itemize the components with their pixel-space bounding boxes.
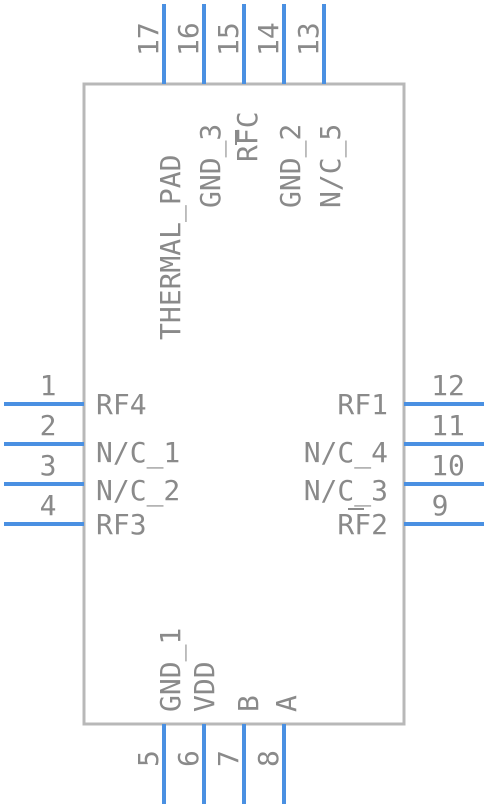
pin-number-10: 10	[431, 449, 465, 482]
pin-name-a: A	[270, 695, 303, 712]
pin-name-rf4: RF4	[96, 388, 147, 421]
pin-number-8: 8	[252, 750, 285, 767]
pin-number-17: 17	[132, 22, 165, 56]
pin-number-1: 1	[40, 369, 57, 402]
pin-name-rf2: RF2	[337, 508, 388, 541]
pin-name-nc1: N/C_1	[96, 436, 180, 470]
pin-number-12: 12	[431, 369, 465, 402]
pin-number-4: 4	[40, 489, 57, 522]
pin-name-vdd: VDD	[188, 661, 221, 712]
pin-number-3: 3	[40, 449, 57, 482]
pin-number-6: 6	[172, 750, 205, 767]
pin-number-5: 5	[132, 750, 165, 767]
pin-number-13: 13	[292, 22, 325, 56]
pin-name-nc5: N/C_5	[314, 124, 348, 208]
pin-name-nc2: N/C_2	[96, 474, 180, 508]
pin-name-rf1: RF1	[337, 388, 388, 421]
pin-name-rf3: RF3	[96, 508, 147, 541]
pin-number-11: 11	[431, 409, 465, 442]
pin-number-14: 14	[252, 22, 285, 56]
pin-name-thermal-pad: THERMAL_PAD	[154, 155, 188, 340]
pin-name-gnd3: GND_3	[194, 124, 228, 208]
pin-name-gnd2: GND_2	[274, 124, 308, 208]
pin-name-b: B	[232, 695, 265, 712]
pin-number-7: 7	[212, 750, 245, 767]
pin-name-gnd1: GND_1	[154, 628, 188, 712]
pin-number-9: 9	[432, 489, 449, 522]
pin-number-2: 2	[40, 409, 57, 442]
pin-number-15: 15	[212, 22, 245, 56]
pin-name-nc3: N/C_3	[304, 474, 388, 508]
pin-name-nc4: N/C_4	[304, 436, 388, 470]
pin-number-16: 16	[172, 22, 205, 56]
